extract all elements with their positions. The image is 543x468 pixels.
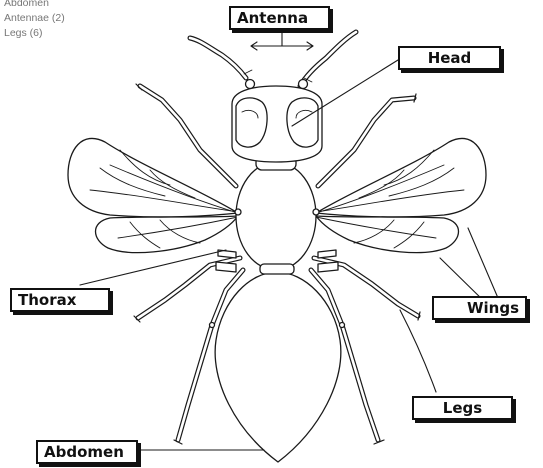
thorax-group	[216, 156, 338, 274]
label-abdomen: Abdomen	[36, 440, 138, 464]
antennae	[190, 32, 356, 89]
label-antenna: Antenna	[229, 6, 330, 30]
label-thorax: Thorax	[10, 288, 110, 312]
label-legs: Legs	[412, 396, 513, 420]
label-wings: Wings	[432, 296, 527, 320]
key-item-antennae: Antennae (2)	[4, 11, 65, 26]
corner-key-list: Abdomen Antennae (2) Legs (6)	[4, 0, 65, 41]
key-item-abdomen: Abdomen	[4, 0, 65, 11]
label-head: Head	[398, 46, 501, 70]
key-item-legs: Legs (6)	[4, 26, 65, 41]
head-group	[232, 86, 322, 162]
abdomen-shape	[215, 272, 341, 462]
left-wings	[68, 138, 238, 252]
right-wings	[316, 138, 486, 252]
